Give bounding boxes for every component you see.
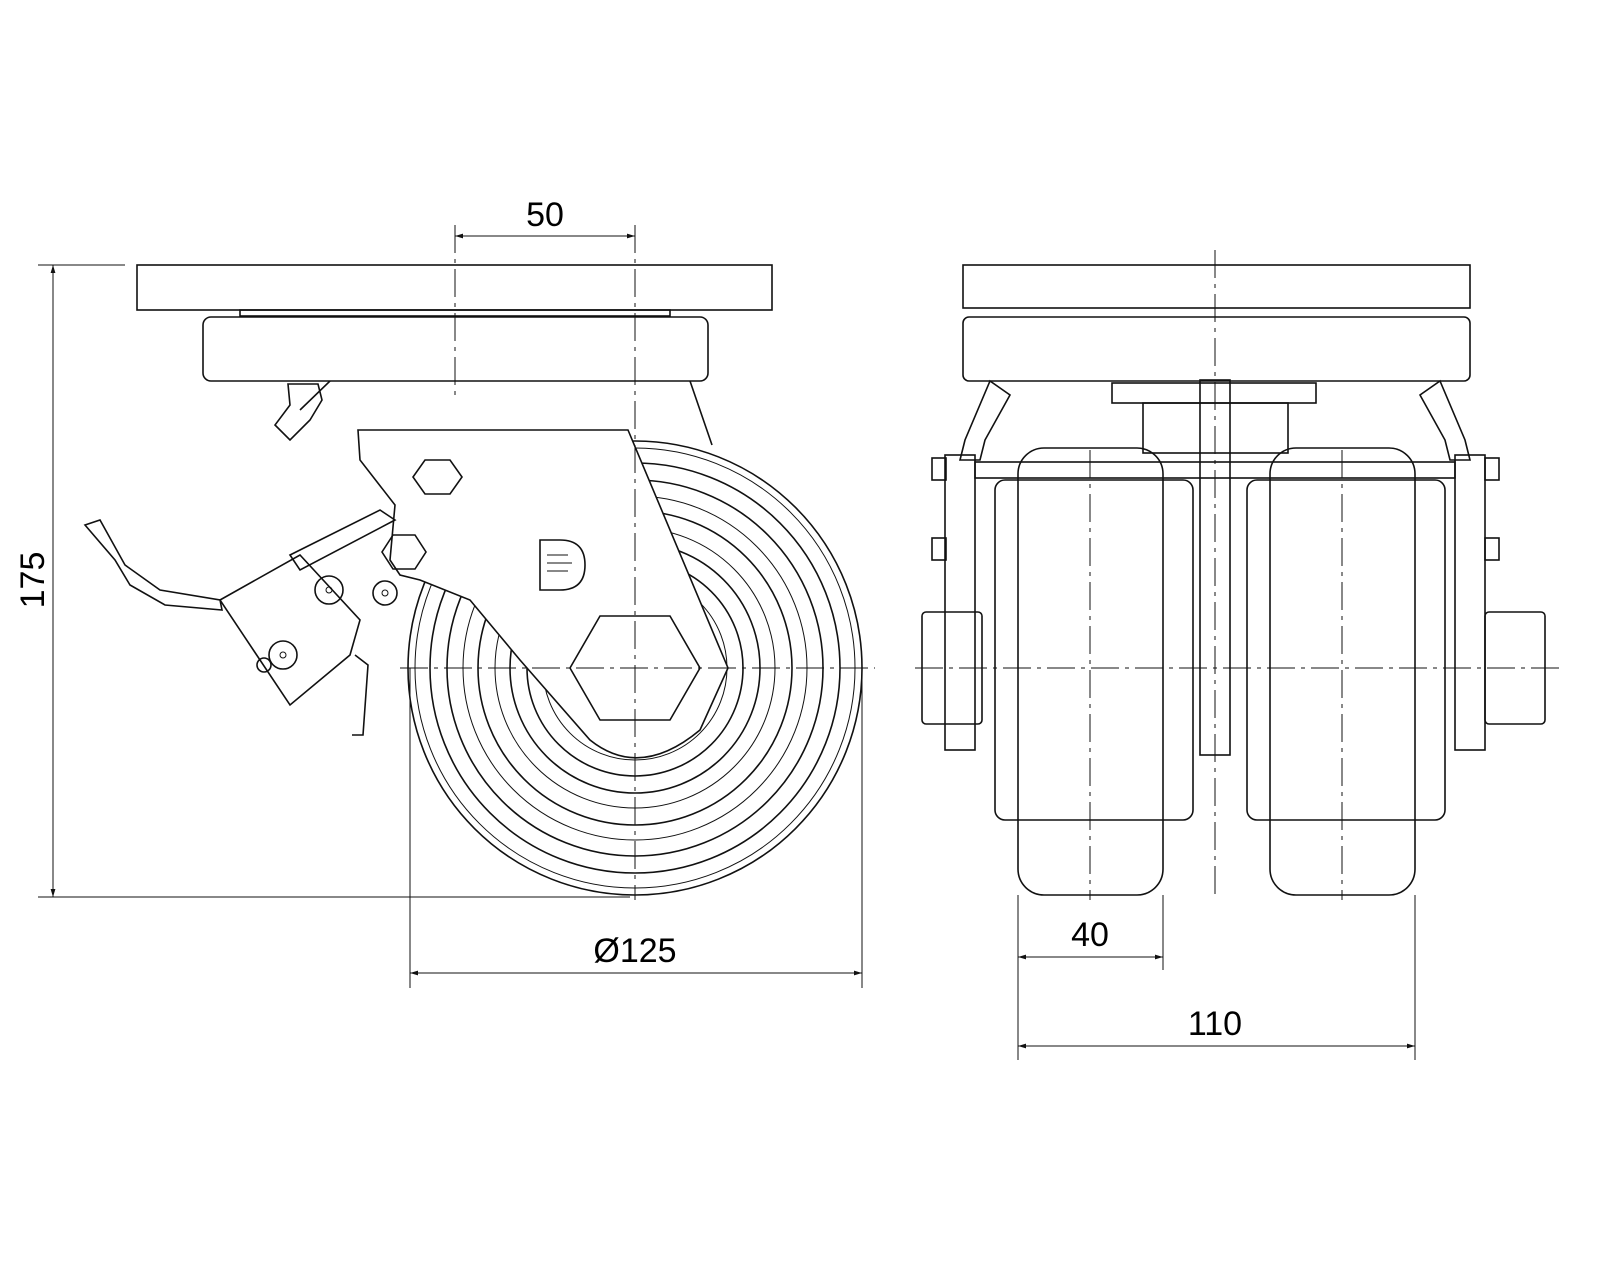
dimension-wheel-width: 40	[1017, 895, 1164, 1060]
fork-side-right	[1454, 454, 1486, 751]
side-view	[83, 225, 875, 900]
bolt-head-2	[381, 534, 427, 570]
wheel-right	[1246, 447, 1446, 896]
dimension-wheel-diameter: Ø125	[409, 668, 863, 988]
fork-leg-right	[1418, 379, 1472, 461]
dimension-height: 175	[14, 264, 630, 898]
fork-plate	[357, 429, 729, 759]
swivel-housing-front	[962, 316, 1471, 382]
brand-logo-d	[539, 539, 586, 591]
dim-diameter-label: Ø125	[593, 932, 676, 970]
dim-overall-label: 110	[1188, 1005, 1242, 1043]
dim-width-label: 40	[1071, 916, 1109, 954]
side-bolts	[931, 457, 1500, 561]
top-plate-front	[962, 264, 1471, 309]
wheel-left	[994, 447, 1194, 896]
bolt-head	[412, 459, 463, 495]
kingpin-plate	[1111, 382, 1317, 404]
fork-side-left	[944, 454, 976, 751]
dimension-offset: 50	[455, 196, 635, 239]
kingpin-body	[299, 380, 713, 446]
brake-assembly	[83, 383, 398, 736]
front-view	[915, 250, 1560, 900]
grease-nipple	[273, 383, 323, 442]
dimension-overall-width: 110	[1018, 895, 1416, 1060]
dim-height-label: 175	[14, 552, 52, 609]
fork-leg-left	[958, 379, 1012, 461]
dim-offset-label: 50	[526, 196, 564, 234]
